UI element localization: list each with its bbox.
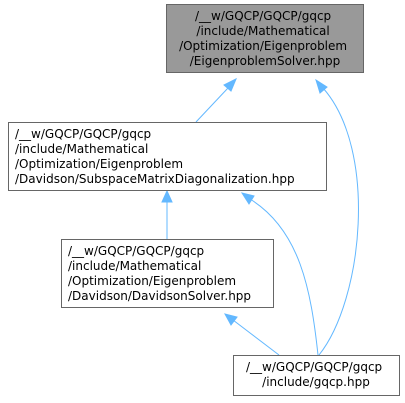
edges bbox=[161, 77, 359, 356]
node-label-line: /include/Mathematical bbox=[196, 24, 329, 38]
node-label-line: /include/Mathematical bbox=[15, 142, 148, 156]
node-label-line: /Davidson/SubspaceMatrixDiagonalization.… bbox=[15, 172, 295, 186]
svg-text:/__w/GQCP/GQCP/gqcp /inc: /__w/GQCP/GQCP/gqcp /include/gqcp.hpp bbox=[246, 360, 386, 389]
node-label-line: /include/Mathematical bbox=[68, 259, 201, 273]
edge-gqcp-to-davidson bbox=[224, 313, 280, 356]
edge-subspace-to-eigenproblem-solver bbox=[195, 77, 237, 123]
svg-text:/__w/GQCP/GQCP/gqcp /inc: /__w/GQCP/GQCP/gqcp /include/Mathematica… bbox=[15, 127, 295, 186]
node-label-line: /__w/GQCP/GQCP/gqcp bbox=[68, 244, 204, 258]
node-label-line: /EigenproblemSolver.hpp bbox=[190, 54, 340, 68]
node-label-line: /__w/GQCP/GQCP/gqcp bbox=[15, 127, 151, 141]
svg-text:/__w/GQCP/GQCP/gqcp /inc: /__w/GQCP/GQCP/gqcp /include/Mathematica… bbox=[68, 244, 251, 303]
node-label-line: /Optimization/Eigenproblem bbox=[68, 274, 236, 288]
node-label-line: /Davidson/DavidsonSolver.hpp bbox=[68, 289, 251, 303]
node-davidson-solver[interactable]: /__w/GQCP/GQCP/gqcp /include/Mathematica… bbox=[61, 239, 274, 308]
node-label-line: /Optimization/Eigenproblem bbox=[179, 39, 347, 53]
edge-gqcp-to-subspace bbox=[240, 192, 319, 356]
node-eigenproblem-solver[interactable]: /__w/GQCP/GQCP/gqcp /include/Mathematica… bbox=[166, 4, 364, 73]
node-label-line: /include/gqcp.hpp bbox=[262, 375, 370, 389]
edge-davidson-to-subspace bbox=[161, 189, 173, 239]
node-label-line: /__w/GQCP/GQCP/gqcp bbox=[195, 9, 331, 23]
node-subspace-matrix-diagonalization[interactable]: /__w/GQCP/GQCP/gqcp /include/Mathematica… bbox=[8, 122, 327, 191]
edge-gqcp-to-eigenproblem-solver bbox=[315, 78, 359, 356]
node-gqcp-hpp[interactable]: /__w/GQCP/GQCP/gqcp /include/gqcp.hpp bbox=[233, 355, 400, 396]
node-label-line: /Optimization/Eigenproblem bbox=[15, 157, 183, 171]
node-label-line: /__w/GQCP/GQCP/gqcp bbox=[246, 360, 382, 374]
svg-text:/__w/GQCP/GQCP/gqcp /inc: /__w/GQCP/GQCP/gqcp /include/Mathematica… bbox=[179, 9, 351, 68]
